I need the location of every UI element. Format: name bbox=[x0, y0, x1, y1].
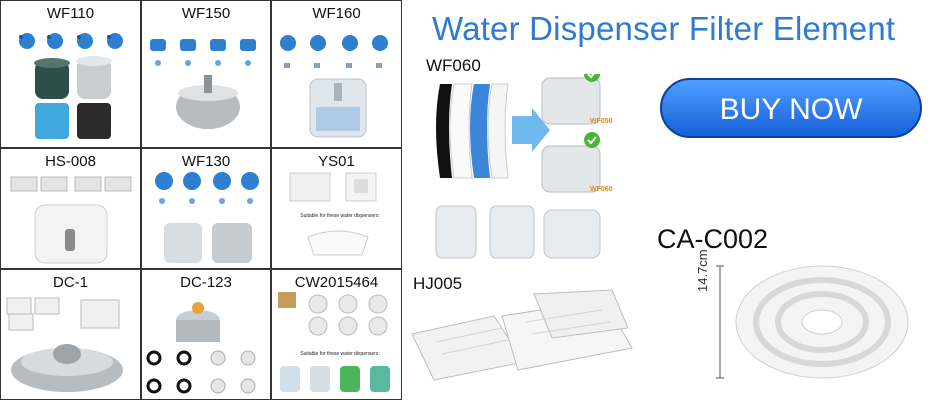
cell-label: HS-008 bbox=[45, 153, 96, 170]
dc1-product-image bbox=[6, 297, 123, 392]
cell-dc1[interactable]: DC-1 bbox=[0, 269, 141, 400]
hj005-label: HJ005 bbox=[413, 274, 463, 293]
cell-hs008[interactable]: HS-008 bbox=[0, 148, 141, 269]
wf060-label: WF060 bbox=[426, 56, 481, 75]
cell-label: DC-1 bbox=[52, 274, 88, 291]
cell-wf150[interactable]: WF150 bbox=[141, 0, 271, 148]
wf060-product-image bbox=[435, 74, 601, 259]
cell-label: WF160 bbox=[312, 5, 361, 22]
product-grid: WF110 WF150 WF160 bbox=[0, 0, 402, 400]
cac002-product-image bbox=[716, 265, 909, 379]
cell-label: CW2015464 bbox=[294, 274, 379, 291]
cell-wf160[interactable]: WF160 bbox=[271, 0, 402, 148]
ys01-product-image bbox=[289, 172, 377, 256]
wf150-product-image bbox=[150, 39, 256, 129]
cell-wf110[interactable]: WF110 bbox=[0, 0, 141, 148]
cac002-label: CA-C002 bbox=[657, 224, 769, 254]
cell-label: WF130 bbox=[181, 153, 231, 170]
cell-wf130[interactable]: WF130 bbox=[141, 148, 271, 269]
cell-ys01[interactable]: YS01 Suitable for these water dispensers… bbox=[271, 148, 402, 269]
ys01-caption: Suitable for these water dispensers: bbox=[300, 213, 380, 219]
buy-now-button[interactable]: BUY NOW bbox=[660, 78, 922, 138]
wf110-product-image bbox=[19, 33, 123, 139]
cell-label: DC-123 bbox=[180, 274, 232, 291]
cell-cw2015464[interactable]: CW2015464 Suitable for these water dispe… bbox=[271, 269, 402, 400]
cell-label: WF110 bbox=[46, 5, 95, 22]
hj005-product-image bbox=[411, 289, 633, 381]
cell-dc123[interactable]: DC-123 bbox=[141, 269, 271, 400]
dc123-product-image bbox=[146, 302, 256, 394]
cell-label: YS01 bbox=[318, 153, 355, 170]
wf130-product-image bbox=[155, 172, 259, 263]
wf060-tag: WF060 bbox=[590, 186, 613, 193]
cw2015464-caption: Suitable for these water dispensers: bbox=[300, 351, 380, 357]
wf050-tag: WF050 bbox=[590, 118, 613, 125]
page-title: Water Dispenser Filter Element bbox=[432, 10, 896, 47]
wf160-product-image bbox=[280, 35, 388, 138]
dimension-label: 14.7cm bbox=[695, 249, 710, 292]
cell-label: WF150 bbox=[181, 5, 231, 22]
cw2015464-product-image bbox=[278, 292, 390, 392]
hs008-product-image bbox=[10, 176, 132, 264]
